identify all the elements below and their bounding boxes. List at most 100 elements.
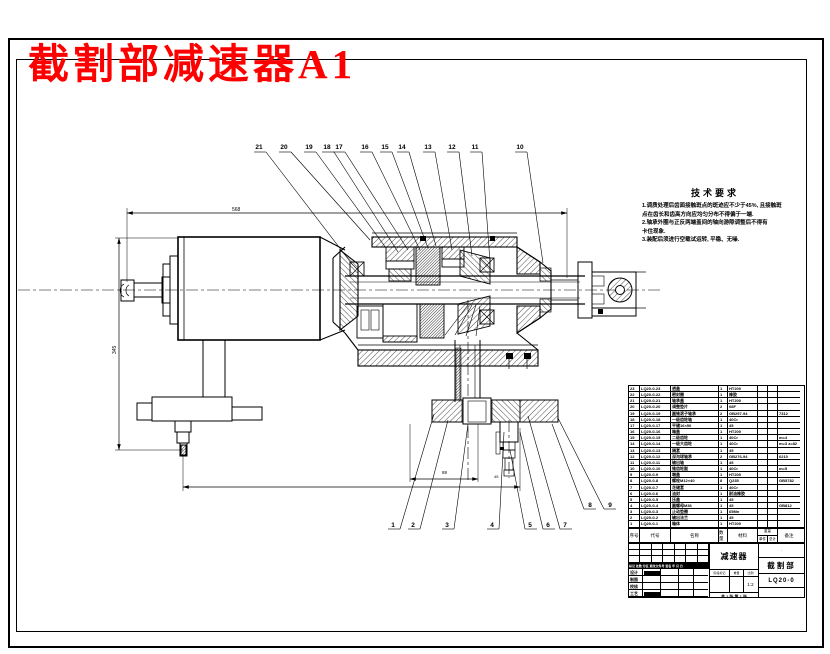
callout-top-6: 15 xyxy=(381,144,389,151)
revision-cell xyxy=(640,550,652,557)
technical-requirements: 技术要求 1.调质处理后齿面接触斑点的斑迹应不少于45%, 且接触斑点在齿长和齿… xyxy=(642,186,788,245)
bom-cell xyxy=(758,441,768,448)
bom-cell xyxy=(778,509,800,516)
bom-cell: 1 xyxy=(719,429,728,436)
revision-cell xyxy=(651,550,664,557)
bom-cell: 1 xyxy=(719,515,728,522)
bom-cell: 1 xyxy=(719,509,728,516)
bom-cell: LQ20-0-15 xyxy=(640,435,671,442)
callout-top-10: 11 xyxy=(472,144,479,151)
bom-cell: LQ20-0-11 xyxy=(640,459,671,467)
scale-value: 1:2 xyxy=(747,582,754,587)
bom-cell xyxy=(778,429,800,436)
bom-cell: 40Cr xyxy=(728,466,758,473)
bom-header-seq: 序号 xyxy=(629,528,640,543)
bom-cell: 21 xyxy=(629,398,640,405)
bom-cell: 输出轴 xyxy=(671,459,719,467)
bom-cell: 40Cr xyxy=(728,441,758,448)
bom-cell: LQ20-0-3 xyxy=(640,509,671,516)
bom-cell: 45 xyxy=(728,515,758,522)
bom-cell xyxy=(758,453,768,460)
bom-cell: 5 xyxy=(629,496,640,503)
bom-cell: 13 xyxy=(629,447,640,454)
revision-cell xyxy=(674,556,687,563)
bom-header-total-weight: 总计 xyxy=(769,537,776,541)
bom-cell: LQ20-0-20 xyxy=(640,404,671,411)
title-block-middle: 减速器 阶段标记 重量 比例 1:2 共 1 张 第 1 张 xyxy=(710,544,759,597)
bom-cell xyxy=(778,448,800,454)
callout-top-3: 18 xyxy=(323,144,331,151)
sig-label-draft: 制图 xyxy=(629,576,643,583)
tech-requirement-line: 卡住现象. xyxy=(642,228,666,235)
sheet-inner-border xyxy=(16,59,807,632)
bom-cell xyxy=(758,466,768,473)
bom-cell xyxy=(768,447,778,454)
bom-cell: 油封 xyxy=(671,490,719,497)
bom-cell: LQ20-0-6 xyxy=(640,490,671,497)
signature-mark xyxy=(644,571,660,575)
sig-row-check: 校核 xyxy=(629,583,709,590)
bom-cell: GB297-94 xyxy=(728,410,758,417)
bom-cell: 1 xyxy=(719,416,728,423)
bom-cell: 40Cr xyxy=(728,484,758,491)
revision-grid xyxy=(629,544,709,563)
bom-cell: 1 xyxy=(719,466,728,473)
bom-cell: 2 xyxy=(719,410,728,417)
bom-cell xyxy=(758,459,768,467)
bom-cell: 7312 xyxy=(778,411,800,417)
bom-cell: 1 xyxy=(719,490,728,497)
bom-cell: 18 xyxy=(629,416,640,423)
bom-cell xyxy=(778,392,800,399)
callout-bottom-6: 7 xyxy=(563,522,567,529)
bom-cell: 08F xyxy=(728,404,758,411)
bom-cell: 止动垫圈 xyxy=(671,509,719,516)
bom-cell: 45 xyxy=(728,459,758,467)
gear-train xyxy=(345,246,585,343)
callout-bottom-0: 1 xyxy=(391,522,395,529)
callout-top-7: 14 xyxy=(398,144,406,151)
revision-cell xyxy=(686,550,698,557)
bom-cell xyxy=(758,515,768,522)
bom-cell: 1 xyxy=(719,472,728,479)
callout-top-5: 16 xyxy=(361,144,369,151)
bom-cell xyxy=(768,478,778,485)
revision-cell xyxy=(640,556,652,563)
bom-cell: 箱盖 xyxy=(671,429,719,436)
sig-row-draft: 制图 xyxy=(629,576,709,583)
bom-cell xyxy=(768,392,778,399)
bom-cell: 二级齿轮 xyxy=(671,435,719,442)
bom-cell xyxy=(768,435,778,442)
bom-cell: 一级齿轮轴 xyxy=(671,416,719,423)
bom-cell: 2 xyxy=(629,515,640,522)
bom-cell xyxy=(758,422,768,430)
revision-cell xyxy=(697,550,709,557)
bom-cell: 1 xyxy=(719,386,728,393)
callout-top-9: 12 xyxy=(448,144,456,151)
bom-cell: LQ20-0-5 xyxy=(640,496,671,503)
bom-cell: LQ20-0-10 xyxy=(640,466,671,473)
bom-cell: GB276-94 xyxy=(728,453,758,460)
gearbox-housing xyxy=(332,232,552,369)
bom-cell: LQ20-0-21 xyxy=(640,398,671,405)
scale-label: 比例 xyxy=(747,571,754,575)
bom-cell: LQ20-0-9 xyxy=(640,472,671,479)
bom-cell xyxy=(758,416,768,423)
bom-cell: 密封圈 xyxy=(671,392,719,399)
tech-requirement-line: 3.装配后须进行空载试运转, 平稳、无噪. xyxy=(642,237,740,243)
sig-label-process: 工艺 xyxy=(629,590,643,597)
bom-cell xyxy=(758,447,768,454)
bom-cell: 深沟球轴承 xyxy=(671,453,719,460)
revision-cell xyxy=(674,550,687,557)
bom-cell: 45 xyxy=(728,447,758,454)
bom-cell: 19 xyxy=(629,410,640,417)
drawing-number: LQ20-0 xyxy=(759,574,804,588)
bom-cell xyxy=(758,429,768,436)
